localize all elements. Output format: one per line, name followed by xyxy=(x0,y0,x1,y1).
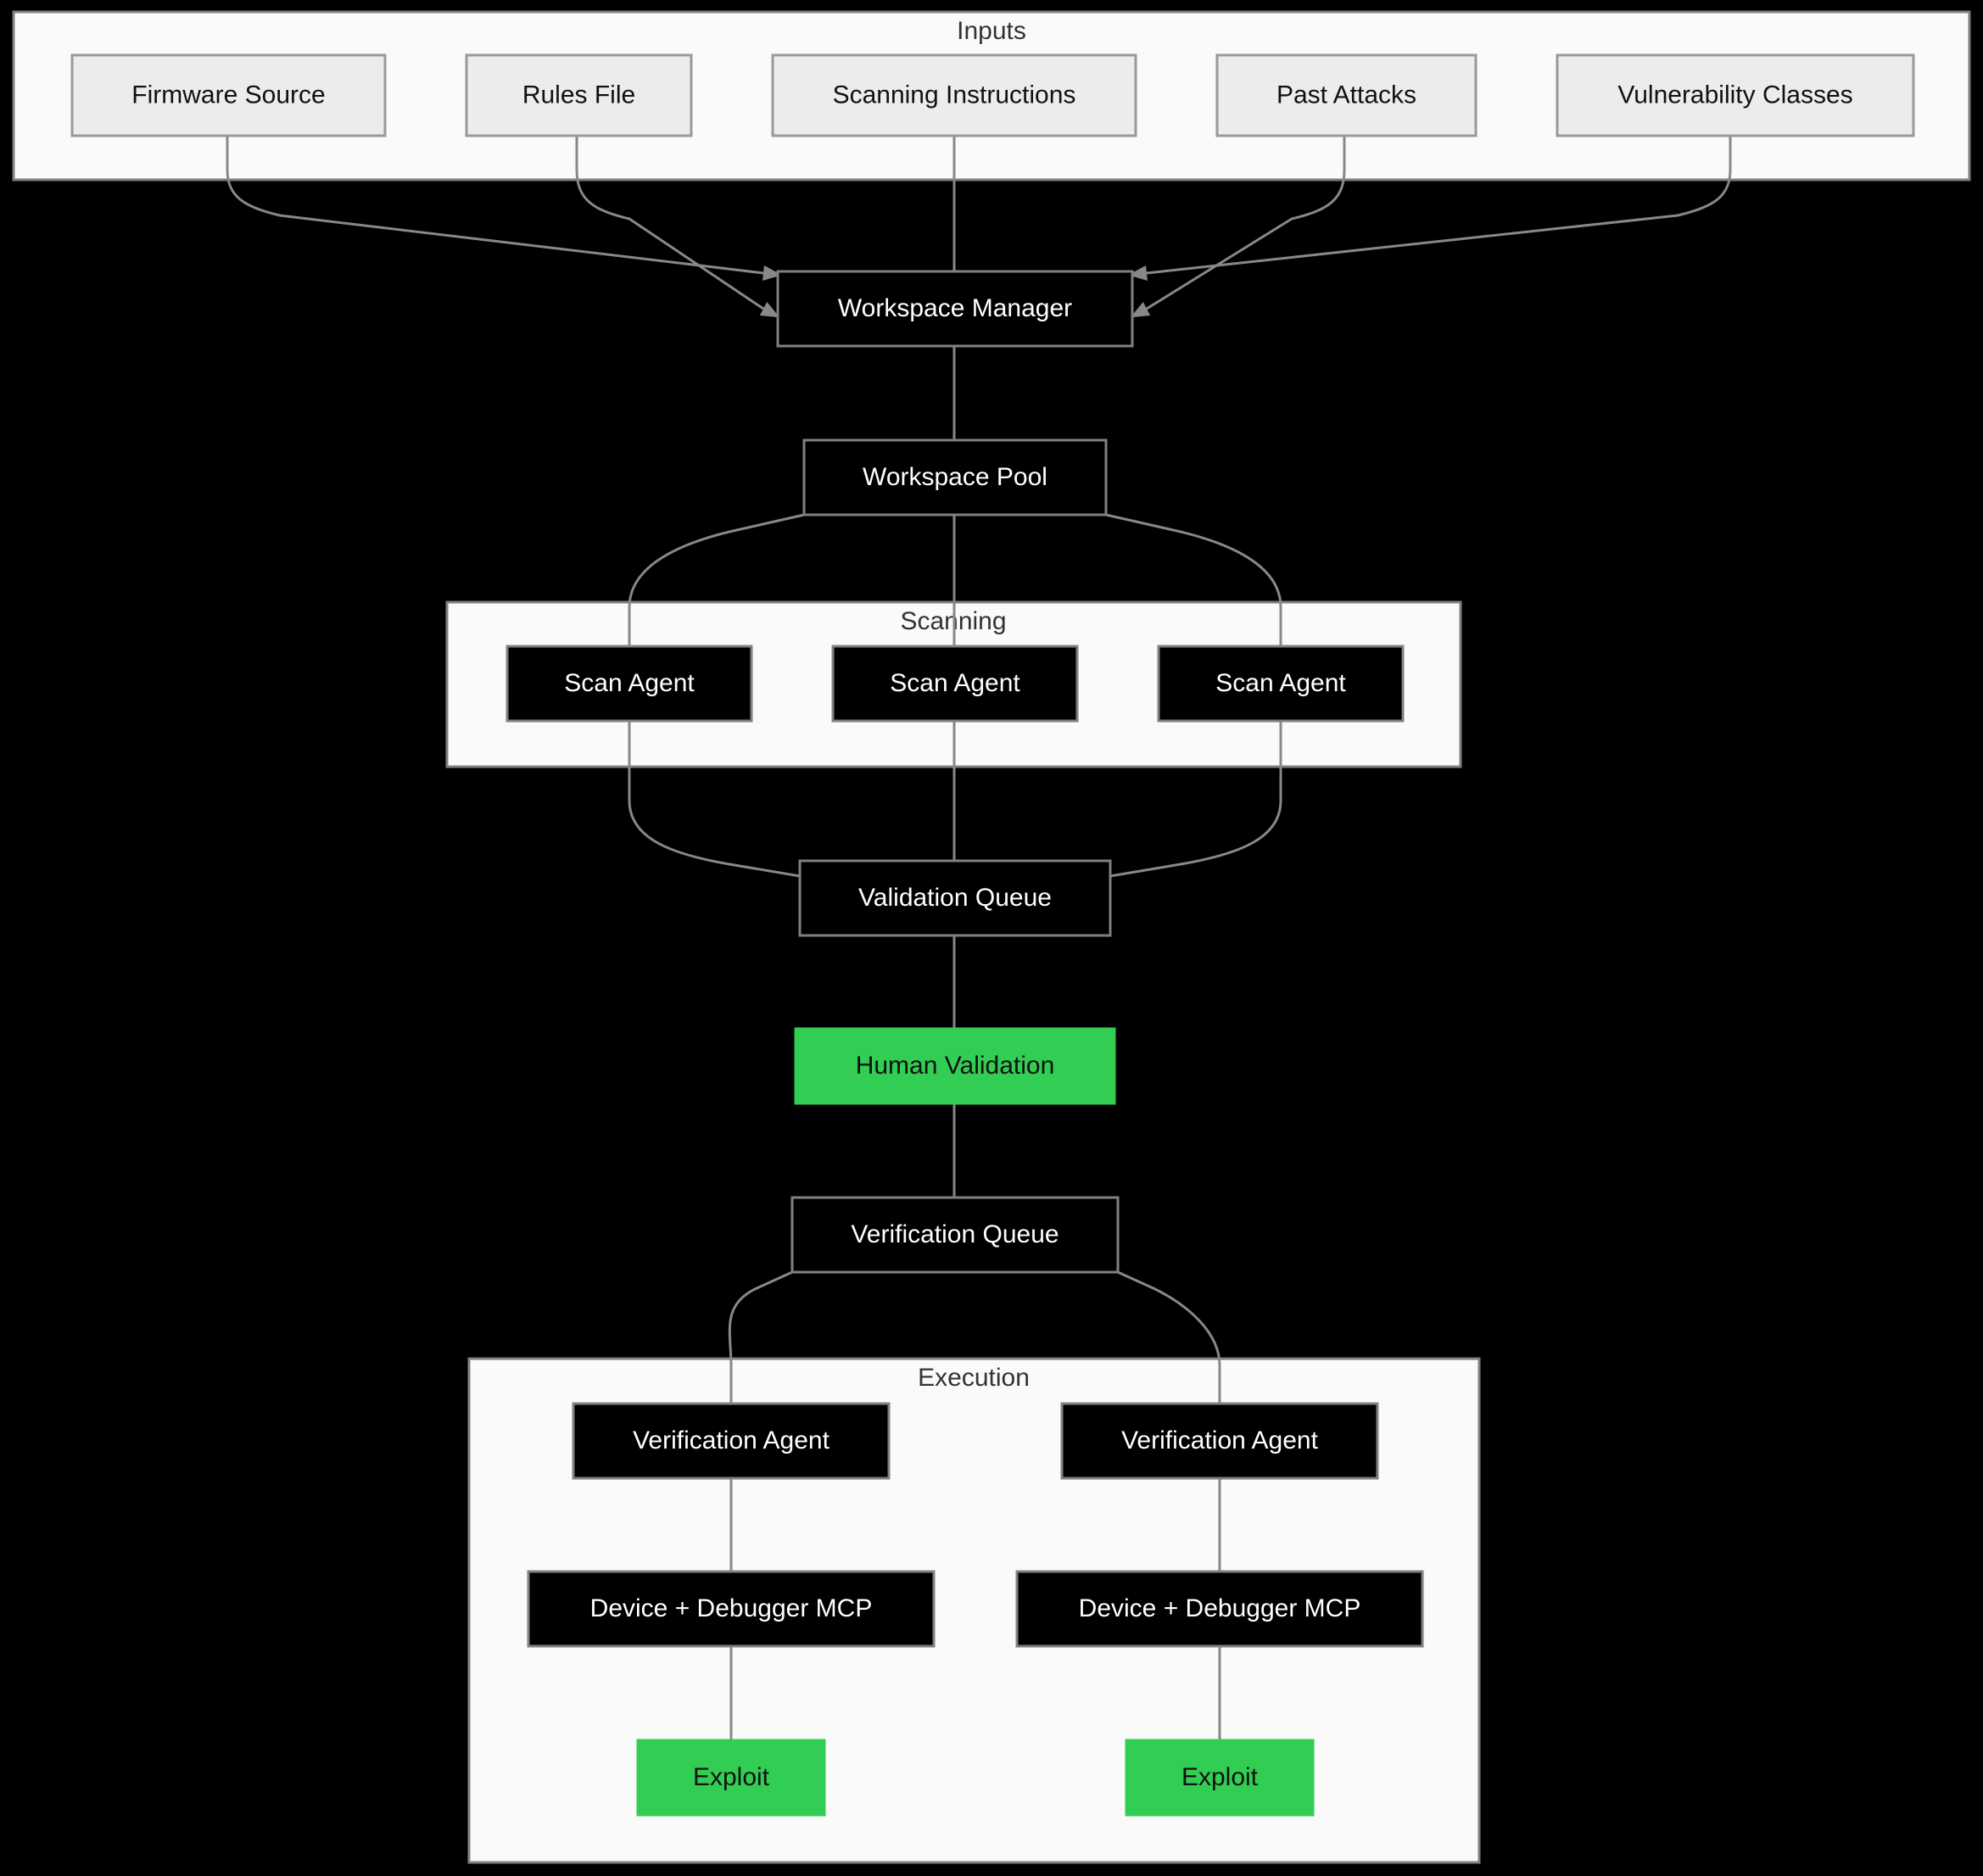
arrowhead-past-attacks->workspace-manager xyxy=(1130,302,1151,318)
edge-workspace-pool-to-scan-agent-1 xyxy=(628,513,805,646)
node-label-scan-agent-3: Scan Agent xyxy=(1215,669,1346,697)
node-box-rules-file[interactable] xyxy=(465,53,693,137)
node-label-exploit-1: Exploit xyxy=(693,1763,770,1791)
node-box-verification-agent-2[interactable] xyxy=(1060,1402,1379,1480)
node-label-device-debugger-mcp-2: Device + Debugger MCP xyxy=(1079,1594,1361,1622)
node-box-scanning-instructions[interactable] xyxy=(771,53,1137,137)
arrowhead-rules-file->workspace-manager xyxy=(759,302,780,318)
edge-verification-queue-to-verification-agent-2 xyxy=(1117,1270,1221,1404)
node-exploit-2[interactable]: Exploit xyxy=(1125,1739,1315,1817)
node-scan-agent-2[interactable]: Scan Agent xyxy=(831,645,1079,723)
node-box-human-validation[interactable] xyxy=(794,1027,1116,1105)
node-vulnerability-classes[interactable]: Vulnerability Classes xyxy=(1556,53,1915,137)
node-label-scanning-instructions: Scanning Instructions xyxy=(833,81,1076,109)
cluster-label-inputs: Inputs xyxy=(957,17,1026,45)
edge-scan-agent-3-to-validation-queue xyxy=(1109,721,1282,878)
node-box-past-attacks[interactable] xyxy=(1215,53,1477,137)
node-past-attacks[interactable]: Past Attacks xyxy=(1215,53,1477,137)
node-device-debugger-mcp-2[interactable]: Device + Debugger MCP xyxy=(1015,1570,1424,1648)
node-label-scan-agent-1: Scan Agent xyxy=(564,669,695,697)
node-exploit-1[interactable]: Exploit xyxy=(636,1739,826,1817)
node-box-workspace-pool[interactable] xyxy=(802,438,1108,516)
node-box-device-debugger-mcp-2[interactable] xyxy=(1015,1570,1424,1648)
node-label-exploit-2: Exploit xyxy=(1181,1763,1259,1791)
edge-workspace-pool-to-scan-agent-3 xyxy=(1105,513,1282,646)
node-verification-queue[interactable]: Verification Queue xyxy=(790,1196,1120,1274)
node-label-validation-queue: Validation Queue xyxy=(858,884,1052,912)
node-box-scan-agent-3[interactable] xyxy=(1157,645,1405,723)
edge-rules-file-to-workspace-manager xyxy=(575,136,764,310)
node-box-verification-queue[interactable] xyxy=(790,1196,1120,1274)
edge-scan-agent-1-to-validation-queue xyxy=(628,721,801,878)
node-device-debugger-mcp-1[interactable]: Device + Debugger MCP xyxy=(527,1570,936,1648)
node-box-exploit-1[interactable] xyxy=(636,1739,826,1817)
node-label-verification-agent-2: Verification Agent xyxy=(1121,1427,1318,1454)
node-box-workspace-manager[interactable] xyxy=(776,270,1134,348)
node-box-exploit-2[interactable] xyxy=(1125,1739,1315,1817)
node-box-vulnerability-classes[interactable] xyxy=(1556,53,1915,137)
node-label-past-attacks: Past Attacks xyxy=(1276,81,1416,109)
node-layer: Firmware Source Rules File Scanning Instru… xyxy=(70,53,1915,1817)
node-rules-file[interactable]: Rules File xyxy=(465,53,693,137)
node-label-firmware-source: Firmware Source xyxy=(131,81,325,109)
node-validation-queue[interactable]: Validation Queue xyxy=(798,859,1112,937)
node-scanning-instructions[interactable]: Scanning Instructions xyxy=(771,53,1137,137)
node-label-workspace-manager: Workspace Manager xyxy=(838,294,1072,322)
node-workspace-pool[interactable]: Workspace Pool xyxy=(802,438,1108,516)
node-label-vulnerability-classes: Vulnerability Classes xyxy=(1617,81,1852,109)
edge-firmware-source-to-workspace-manager xyxy=(226,136,764,275)
node-verification-agent-1[interactable]: Verification Agent xyxy=(572,1402,891,1480)
node-human-validation[interactable]: Human Validation xyxy=(794,1027,1116,1105)
arrowhead-firmware-source->workspace-manager xyxy=(762,265,782,281)
node-label-device-debugger-mcp-1: Device + Debugger MCP xyxy=(590,1594,873,1622)
node-label-human-validation: Human Validation xyxy=(856,1052,1055,1080)
node-label-rules-file: Rules File xyxy=(522,81,635,109)
node-label-workspace-pool: Workspace Pool xyxy=(863,463,1047,491)
edge-verification-queue-to-verification-agent-1 xyxy=(728,1270,793,1404)
node-box-validation-queue[interactable] xyxy=(798,859,1112,937)
node-scan-agent-1[interactable]: Scan Agent xyxy=(506,645,753,723)
node-box-firmware-source[interactable] xyxy=(70,53,387,137)
node-label-scan-agent-2: Scan Agent xyxy=(890,669,1020,697)
arrowhead-vulnerability-classes->workspace-manager xyxy=(1128,265,1148,281)
node-box-verification-agent-1[interactable] xyxy=(572,1402,891,1480)
node-firmware-source[interactable]: Firmware Source xyxy=(70,53,387,137)
edge-vulnerability-classes-to-workspace-manager xyxy=(1146,136,1732,275)
node-label-verification-agent-1: Verification Agent xyxy=(633,1427,830,1454)
edge-past-attacks-to-workspace-manager xyxy=(1146,136,1346,310)
node-box-device-debugger-mcp-1[interactable] xyxy=(527,1570,936,1648)
node-label-verification-queue: Verification Queue xyxy=(851,1220,1059,1248)
node-workspace-manager[interactable]: Workspace Manager xyxy=(776,270,1134,348)
node-box-scan-agent-2[interactable] xyxy=(831,645,1079,723)
cluster-label-execution: Execution xyxy=(918,1364,1030,1392)
node-scan-agent-3[interactable]: Scan Agent xyxy=(1157,645,1405,723)
node-verification-agent-2[interactable]: Verification Agent xyxy=(1060,1402,1379,1480)
node-box-scan-agent-1[interactable] xyxy=(506,645,753,723)
